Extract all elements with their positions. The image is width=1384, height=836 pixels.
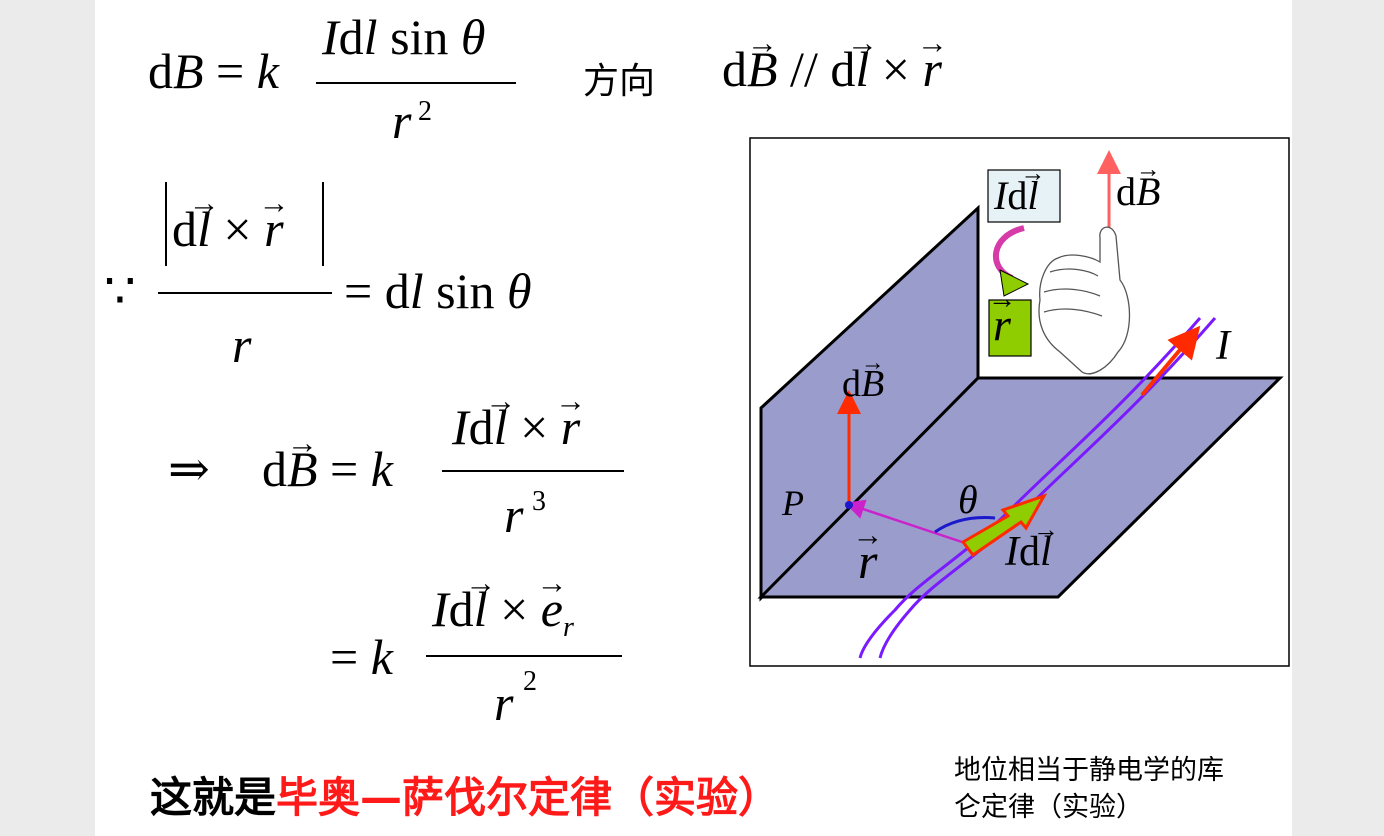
point-p (845, 501, 853, 509)
eq2-fraction-line (158, 292, 332, 294)
eq4-denominator-exp: 2 (523, 666, 537, 697)
db-top-label: dB (1116, 168, 1160, 215)
side-note-line1: 地位相当于静电学的库 (954, 755, 1224, 786)
eq2-numerator: dl × r (172, 200, 284, 258)
eq4-fraction-line (426, 655, 622, 657)
idl-vector (960, 493, 1048, 558)
eq1-numerator: Idl sin θ (322, 9, 486, 65)
eq1-denominator-exp: 2 (418, 96, 432, 127)
db-left-label: dB (842, 362, 884, 406)
r-box-label: r (993, 298, 1011, 351)
theta-label: θ (958, 477, 978, 522)
because-symbol: ∵ (104, 263, 136, 319)
point-p-label: P (782, 483, 804, 523)
idl-box-label: Idl (994, 172, 1038, 219)
eq1-lhs: dB = k (148, 43, 279, 99)
eq3-lhs: dB = k (262, 440, 393, 498)
abs-bar-left (165, 182, 167, 266)
direction-label: 方向 (583, 61, 656, 102)
abs-bar-right (322, 182, 324, 266)
eq3-fraction-line (442, 470, 624, 472)
side-note-line2: 仑定律（实验） (954, 792, 1143, 823)
theta-arc (934, 516, 996, 534)
eq3-numerator: Idl × r (452, 398, 580, 456)
r-vector (844, 499, 966, 545)
idl-label: Idl (1005, 528, 1052, 576)
eq2-denominator: r (232, 317, 252, 373)
current-label: I (1216, 323, 1230, 369)
caption-law-name: 毕奥—萨伐尔定律（实验） (276, 773, 781, 822)
eq4-denominator: r (494, 675, 514, 731)
eq3-denominator: r (504, 487, 524, 543)
eq3-denominator-exp: 3 (532, 486, 546, 517)
implies-symbol: ⇒ (168, 441, 210, 497)
eq4-equals-k: = k (330, 629, 393, 685)
eq1-fraction-line (316, 82, 516, 84)
direction-expression: dB // dl × r (722, 40, 942, 98)
side-note: 地位相当于静电学的库 仑定律（实验） (954, 752, 1224, 826)
eq1-denominator: r (392, 93, 412, 149)
current-arrow (1140, 325, 1201, 397)
caption-prefix: 这就是 (150, 773, 277, 822)
r-vector-label: r (858, 532, 877, 590)
eq2-rhs: = dl sin θ (344, 263, 532, 319)
hand-icon (1038, 226, 1131, 375)
law-caption: 这就是毕奥—萨伐尔定律（实验） (150, 764, 780, 825)
horizontal-plane (757, 376, 1284, 599)
eq4-numerator: Idl × er (432, 580, 574, 644)
